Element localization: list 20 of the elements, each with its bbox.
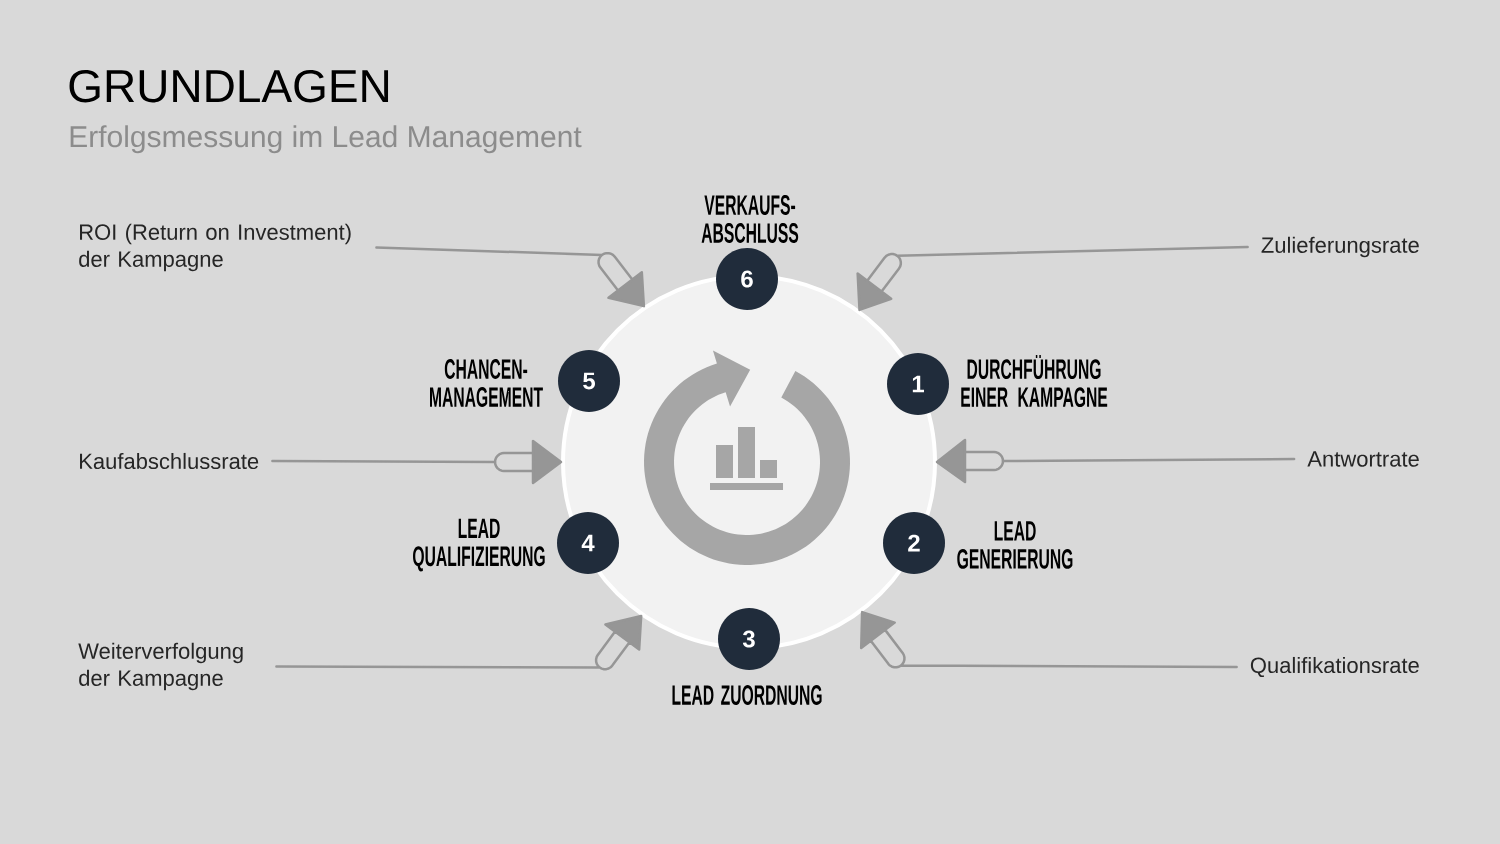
arrow [271,439,563,485]
arrow [275,614,643,671]
step-label: LEAD GENERIERUNG [957,521,1073,569]
metric-label: ROI (Return on Investment) der Kampagne [79,223,351,272]
arrow [859,610,1238,669]
metric-label: Weiterverfolgung der Kampagne [78,642,243,691]
step-label: LEAD ZUORDNUNG [672,685,822,705]
arrow [856,245,1249,312]
metric-label: Kaufabschlussrate [80,452,259,470]
step-label: VERKAUFS- ABSCHLUSS [701,195,799,243]
metric-label: Zulieferungsrate [1261,236,1419,258]
subtitle: Erfolgsmessung im Lead Management [70,125,582,154]
metric-label: Antwortrate [1307,451,1419,467]
arrow [935,438,1296,484]
title: GRUNDLAGEN [69,69,389,103]
arrow [375,246,646,308]
step-label: CHANCEN- MANAGEMENT [430,359,543,407]
step-label: LEAD QUALIFIZIERUNG [413,518,545,572]
metric-label: Qualifikationsrate [1250,656,1419,678]
step-label: DURCHFÜHRUNG EINER KAMPAGNE [961,354,1108,408]
